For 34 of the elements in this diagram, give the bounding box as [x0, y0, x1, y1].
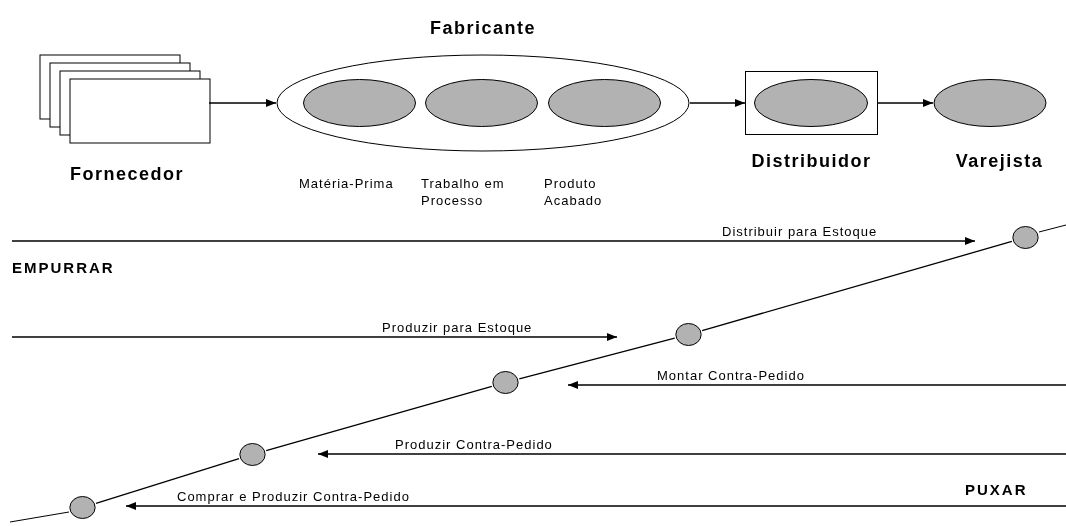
zone-label: PUXAR [965, 481, 1028, 498]
stage-label: Trabalho em Processo [421, 175, 506, 209]
node-heading: Varejista [954, 151, 1045, 172]
connector-line [701, 240, 1013, 332]
stage-label: Produto Acabado [544, 175, 604, 209]
decoupling-point [68, 496, 97, 519]
stock-ellipse [425, 79, 538, 127]
arrow [877, 99, 934, 107]
node-heading: Fabricante [429, 18, 537, 39]
stage-label: Matéria-Prima [299, 175, 395, 192]
stock-ellipse [548, 79, 661, 127]
arrow [689, 99, 746, 107]
connector-line [95, 458, 240, 504]
connector-line [265, 385, 493, 452]
arrow [208, 99, 277, 107]
zone-label: EMPURRAR [12, 259, 115, 276]
connector-line [518, 337, 676, 380]
decoupling-point [238, 443, 267, 466]
node-heading: Distribuidor [750, 151, 873, 172]
manufacturer-ellipse [276, 18, 690, 152]
edge-label: Comprar e Produzir Contra-Pedido [175, 489, 412, 504]
arrow [125, 502, 1066, 510]
decoupling-point [491, 371, 520, 394]
stock-ellipse [754, 79, 868, 127]
decoupling-point [1011, 226, 1040, 249]
node-heading: Fornecedor [69, 164, 185, 185]
arrow [317, 450, 1066, 458]
stock-ellipse [303, 79, 416, 127]
arrow [11, 333, 618, 341]
arrow [11, 237, 976, 245]
edge-label: Montar Contra-Pedido [655, 368, 807, 383]
arrow [567, 381, 1066, 389]
decoupling-point [674, 323, 703, 346]
edge-label: Produzir Contra-Pedido [393, 437, 555, 452]
